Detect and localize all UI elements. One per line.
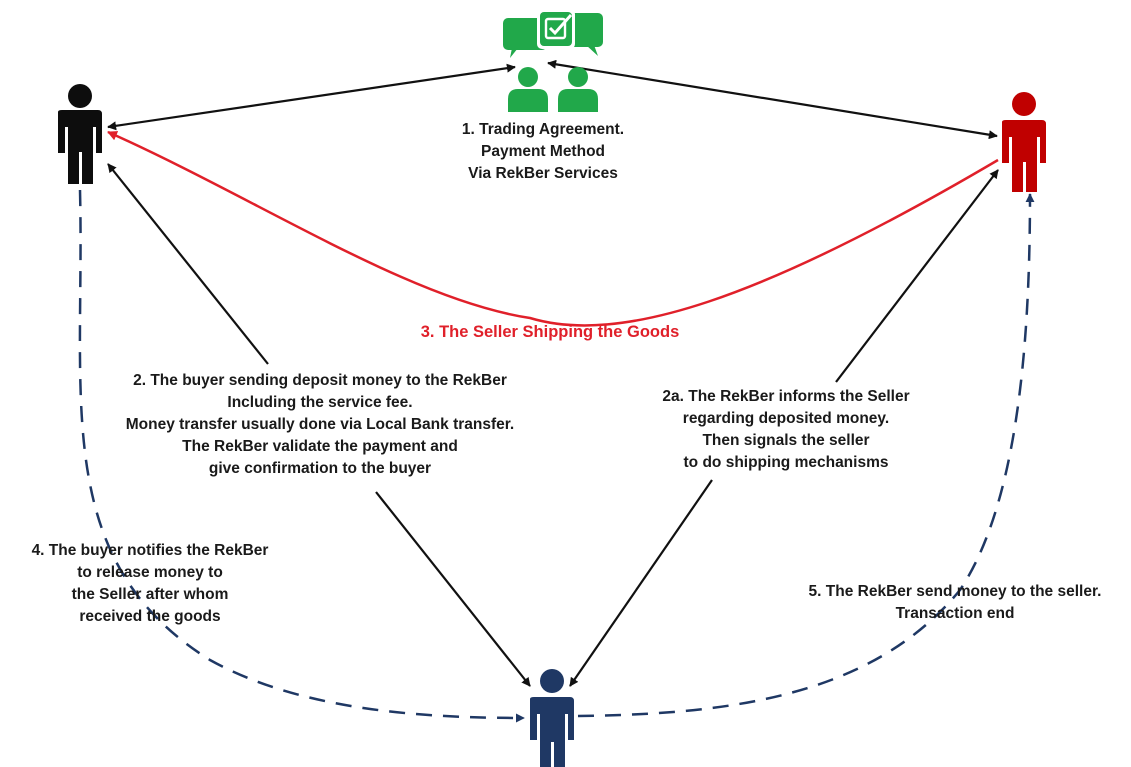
step1-label: 1. Trading Agreement. Payment Method Via… (428, 119, 658, 185)
step1-line: Payment Method (480, 143, 605, 160)
agreement-chat-check-icon (503, 9, 603, 112)
step2-line: The RekBer validate the payment and (182, 438, 458, 455)
arrow-agreement-buyer (107, 63, 516, 131)
arrow-buyer-deposit-up (107, 163, 269, 365)
step2-line: 2. The buyer sending deposit money to th… (133, 372, 507, 389)
step1-line: 1. Trading Agreement. (461, 121, 625, 138)
arrow-buyer-deposit-down (375, 491, 531, 687)
step5-line: Transaction end (895, 605, 1015, 622)
step1-line: Via RekBer Services (468, 165, 618, 182)
step2-line: Including the service fee. (227, 394, 413, 411)
step2a-line: regarding deposited money. (682, 410, 890, 427)
seller-person-icon (1002, 92, 1046, 192)
arrow-rekber-signal-seller (569, 479, 713, 687)
step4-line: 4. The buyer notifies the RekBer (31, 542, 269, 559)
step2a-line: 2a. The RekBer informs the Seller (662, 388, 910, 405)
step4-line: to release money to (77, 564, 223, 581)
rekber-person-icon (530, 669, 574, 767)
step5-line: 5. The RekBer send money to the seller. (808, 583, 1102, 600)
step4-line: received the goods (79, 608, 221, 625)
step2-label: 2. The buyer sending deposit money to th… (100, 370, 540, 480)
step2-line: Money transfer usually done via Local Ba… (125, 416, 515, 433)
step4-label: 4. The buyer notifies the RekBer to rele… (0, 540, 300, 628)
step5-label: 5. The RekBer send money to the seller. … (790, 581, 1120, 625)
dashed-arrow-rekber-to-seller (577, 193, 1035, 718)
step2-line: give confirmation to the buyer (208, 460, 432, 477)
step2a-line: Then signals the seller (702, 432, 870, 449)
arrow-rekber-inform-seller (835, 169, 999, 383)
arrow-agreement-seller (547, 59, 998, 140)
buyer-person-icon (58, 84, 102, 184)
step2a-label: 2a. The RekBer informs the Seller regard… (636, 386, 936, 474)
step2a-line: to do shipping mechanisms (683, 454, 889, 471)
step3-label: 3. The Seller Shipping the Goods (420, 323, 680, 341)
arrow-seller-ships-goods (107, 130, 999, 327)
step4-line: the Seller after whom (71, 586, 229, 603)
dashed-arrow-buyer-to-rekber (78, 189, 525, 723)
